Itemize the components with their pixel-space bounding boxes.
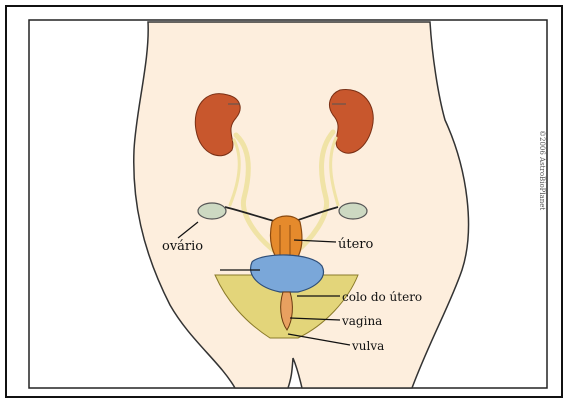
label-ovario: ovário bbox=[162, 239, 203, 254]
right-ovary bbox=[339, 203, 367, 219]
label-utero: útero bbox=[338, 237, 374, 252]
watermark: ©2006 AstroBioPlanet bbox=[538, 130, 546, 210]
left-ovary bbox=[198, 203, 226, 219]
label-colo-do-utero: colo do útero bbox=[342, 290, 422, 304]
label-vulva: vulva bbox=[351, 339, 384, 353]
label-vagina: vagina bbox=[341, 314, 382, 328]
